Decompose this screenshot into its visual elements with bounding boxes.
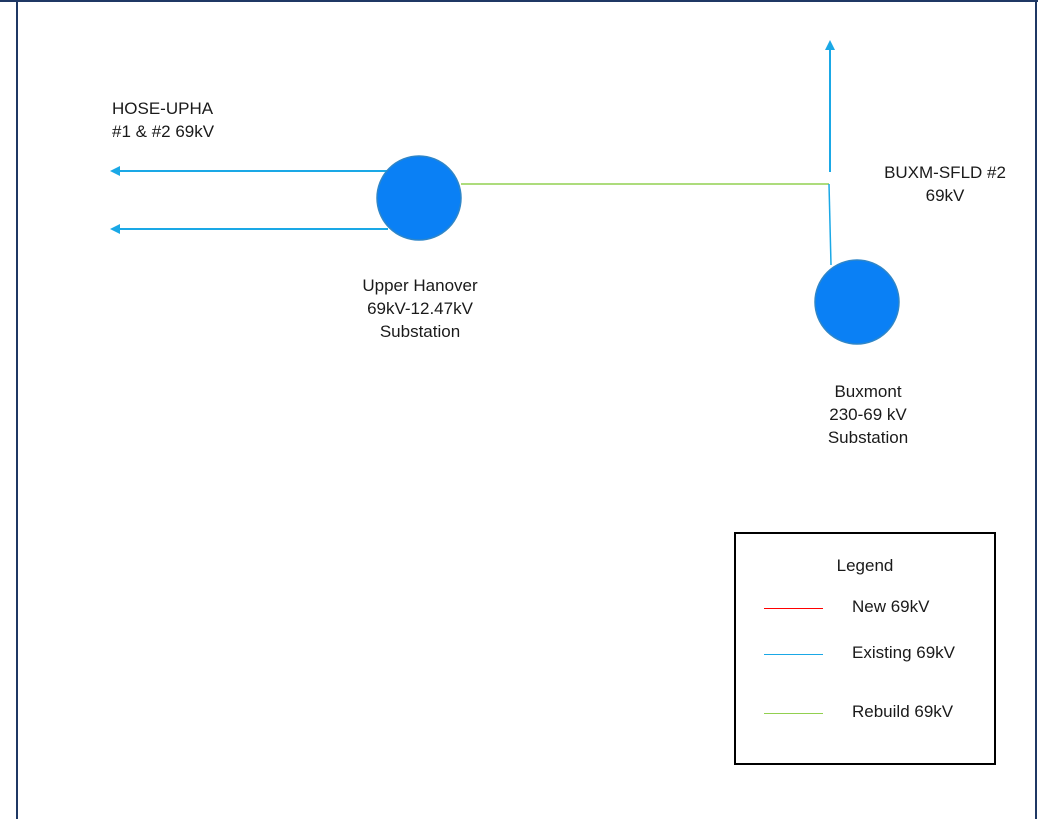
legend-swatch-existing xyxy=(764,654,823,655)
legend-item-rebuild: Rebuild 69kV xyxy=(736,702,994,726)
hose-upha-label-line2: #1 & #2 69kV xyxy=(112,122,215,141)
buxmont-label: Buxmont 230-69 kV Substation xyxy=(793,380,943,449)
upper-hanover-label-type: Substation xyxy=(379,322,461,341)
upper-hanover-label-name: Upper Hanover xyxy=(362,276,478,295)
buxm-sfld-label: BUXM-SFLD #2 69kV xyxy=(870,161,1020,207)
legend-label-existing: Existing 69kV xyxy=(852,643,955,662)
upper-hanover-substation-node xyxy=(376,155,462,241)
buxm-sfld-label-line2: 69kV xyxy=(925,186,965,205)
buxmont-label-name: Buxmont xyxy=(834,382,902,401)
upper-hanover-label: Upper Hanover 69kV-12.47kV Substation xyxy=(320,274,520,343)
buxm-sfld-label-line1: BUXM-SFLD #2 xyxy=(884,163,1006,182)
legend-swatch-rebuild xyxy=(764,713,823,714)
buxmont-label-voltage: 230-69 kV xyxy=(829,405,907,424)
buxmont-substation-node xyxy=(814,259,900,345)
upper-hanover-label-voltage: 69kV-12.47kV xyxy=(367,299,473,318)
hose-upha-label: HOSE-UPHA #1 & #2 69kV xyxy=(112,97,214,143)
legend-item-existing: Existing 69kV xyxy=(736,643,994,667)
buxmont-label-type: Substation xyxy=(827,428,909,447)
legend-label-new: New 69kV xyxy=(852,597,930,616)
legend-label-rebuild: Rebuild 69kV xyxy=(852,702,954,721)
legend-title: Legend xyxy=(836,556,894,575)
legend-item-new: New 69kV xyxy=(736,597,994,621)
legend: Legend New 69kV Existing 69kV Rebuild 69… xyxy=(734,532,996,765)
hose-upha-label-line1: HOSE-UPHA xyxy=(112,99,214,118)
buxmont-tap-line xyxy=(828,183,832,266)
legend-swatch-new xyxy=(764,608,823,609)
